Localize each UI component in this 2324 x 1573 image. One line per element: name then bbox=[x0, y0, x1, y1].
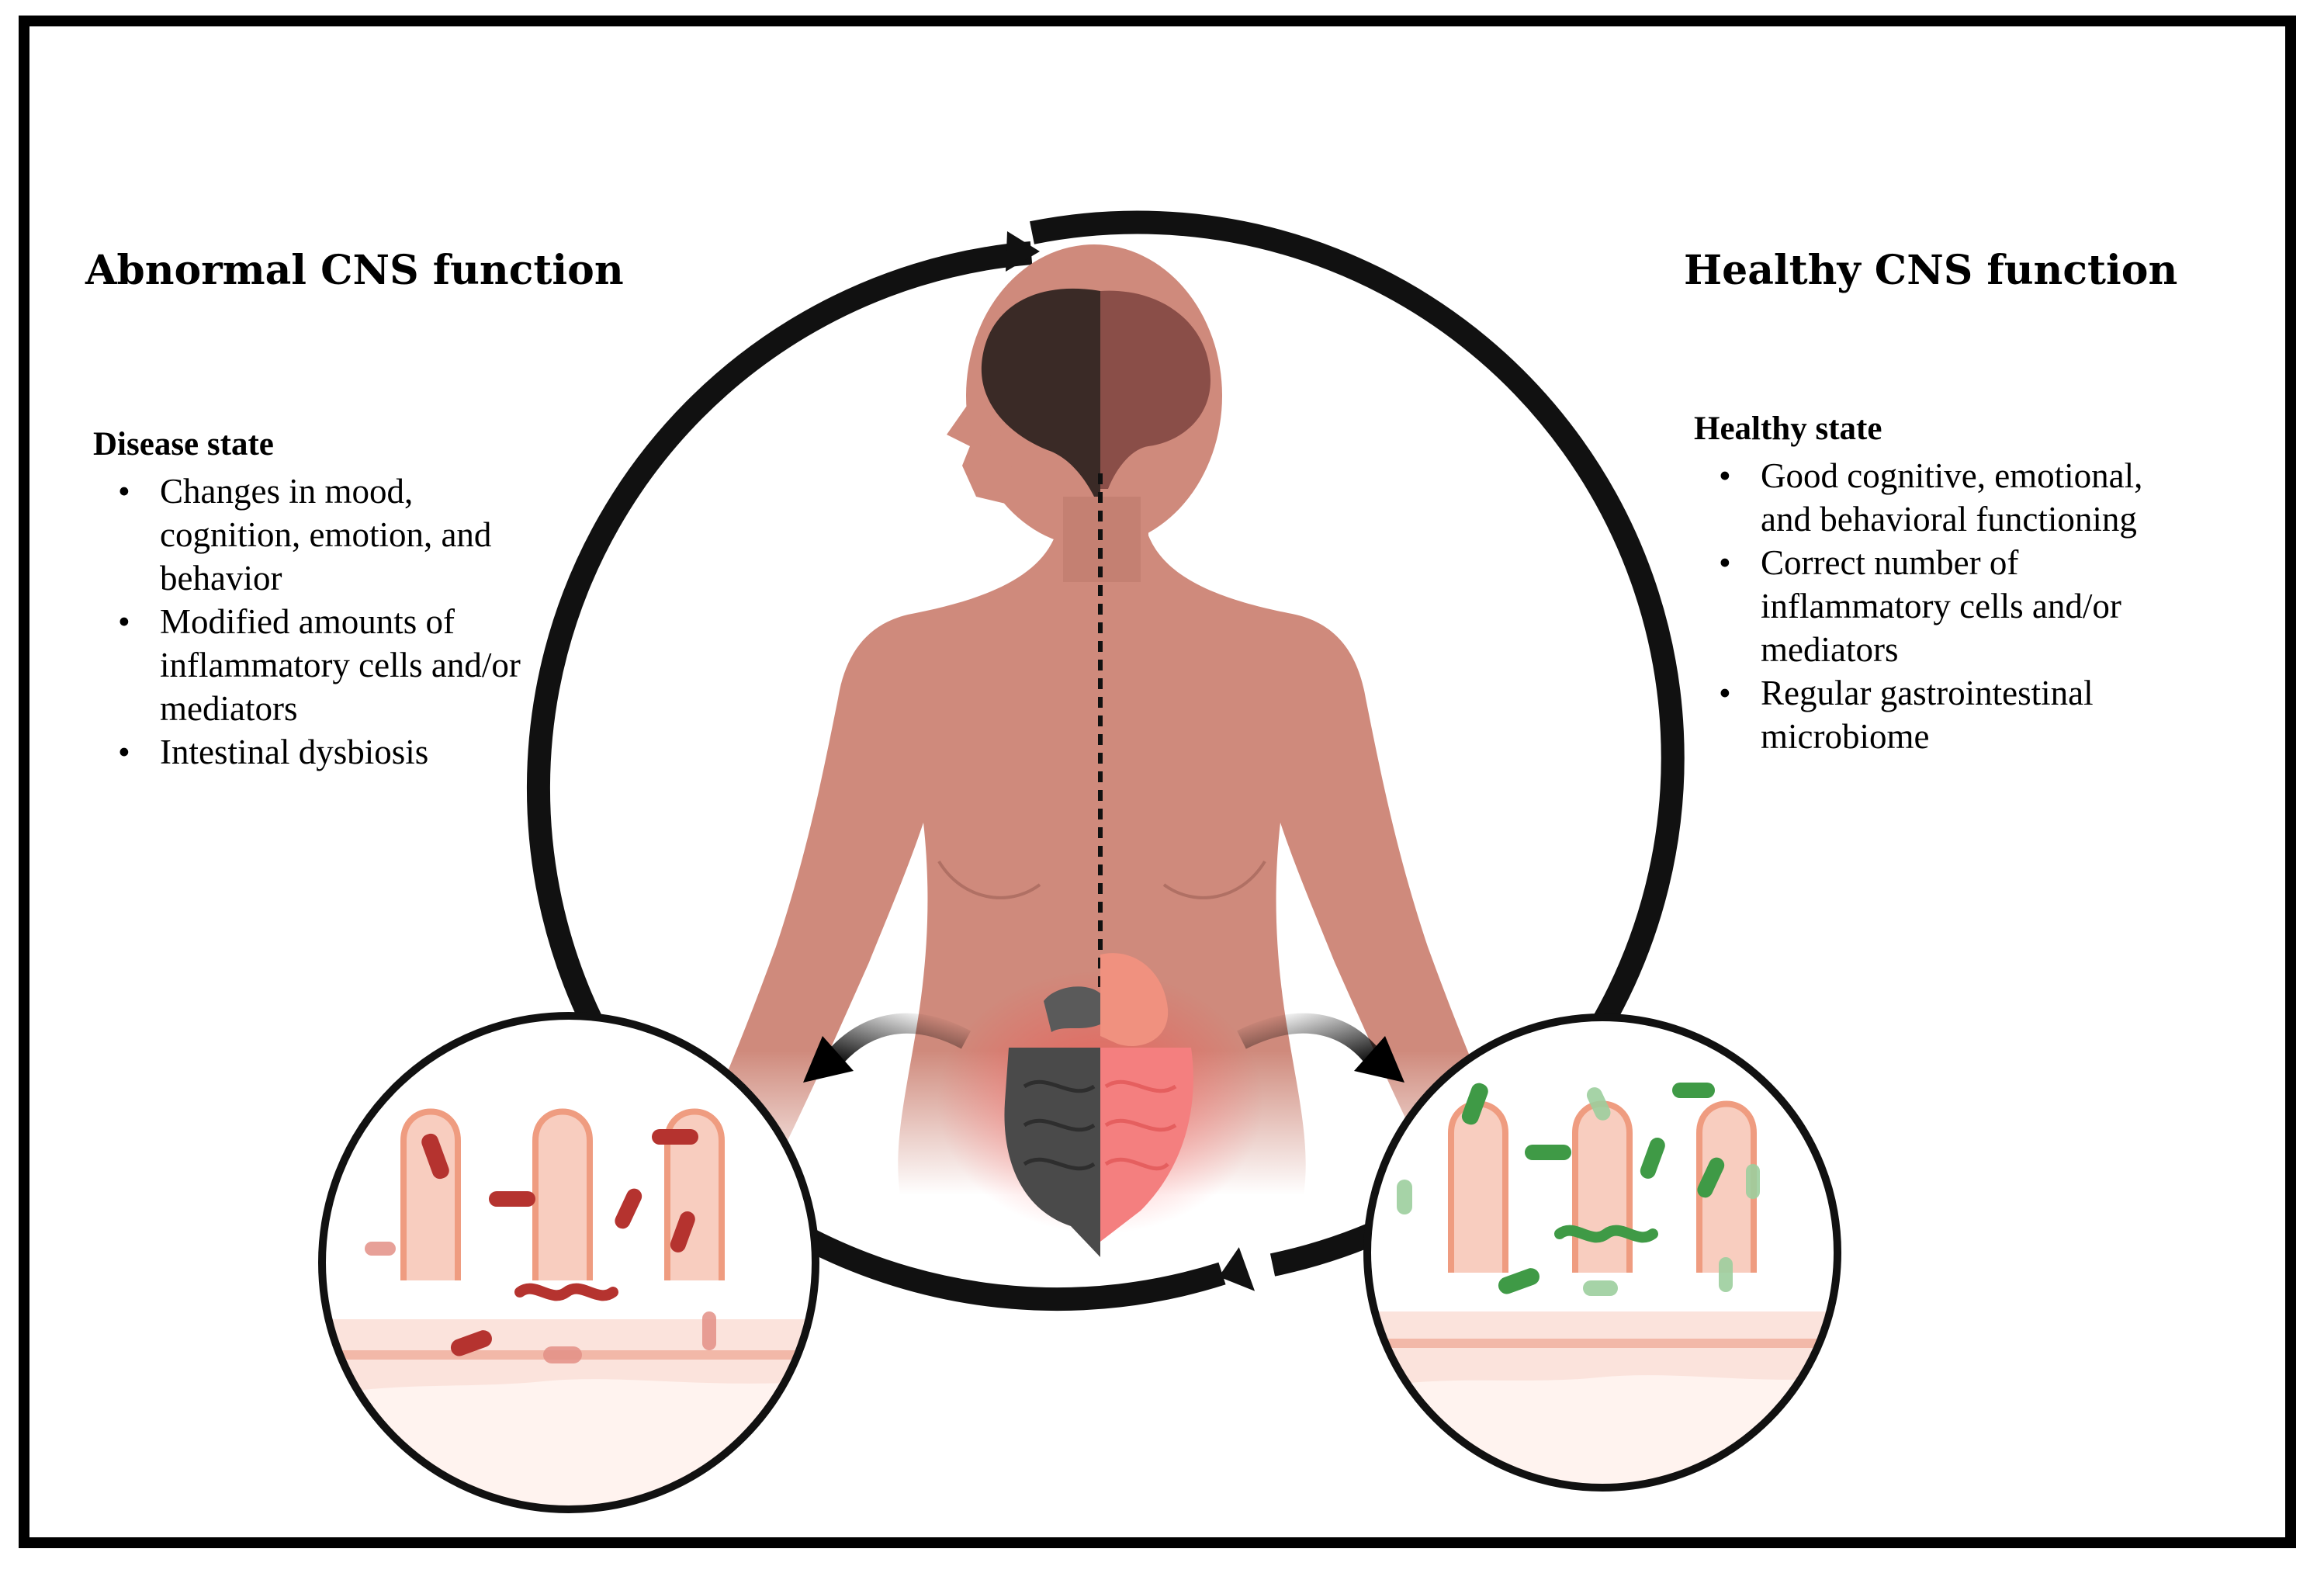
human-figure bbox=[698, 244, 1505, 1257]
list-item: Correct number of inflammatory cells and… bbox=[1719, 541, 2144, 671]
disease-state-heading: Disease state bbox=[93, 426, 274, 463]
disease-state-panel: Disease state Changes in mood, cognition… bbox=[93, 425, 528, 774]
zoom-circle-healthy bbox=[1363, 1013, 1841, 1492]
list-item: Modified amounts of inflammatory cells a… bbox=[118, 600, 528, 730]
healthy-state-panel: Healthy state Good cognitive, emotional,… bbox=[1694, 410, 2144, 758]
list-item: Intestinal dysbiosis bbox=[118, 730, 528, 774]
list-item: Changes in mood, cognition, emotion, and… bbox=[118, 469, 528, 600]
gut-arrows bbox=[803, 1013, 1404, 1083]
title-healthy-cns: Healthy CNS function bbox=[1684, 247, 2178, 294]
list-item: Good cognitive, emotional, and behaviora… bbox=[1719, 454, 2144, 541]
disease-state-list: Changes in mood, cognition, emotion, and… bbox=[93, 469, 528, 774]
healthy-state-list: Good cognitive, emotional, and behaviora… bbox=[1694, 454, 2144, 758]
healthy-state-heading: Healthy state bbox=[1694, 411, 1882, 447]
title-abnormal-cns: Abnormal CNS function bbox=[85, 247, 624, 294]
cycle-ring bbox=[526, 210, 1685, 1311]
list-item: Regular gastrointestinal microbiome bbox=[1719, 671, 2144, 758]
zoom-circle-disease bbox=[318, 1012, 819, 1513]
